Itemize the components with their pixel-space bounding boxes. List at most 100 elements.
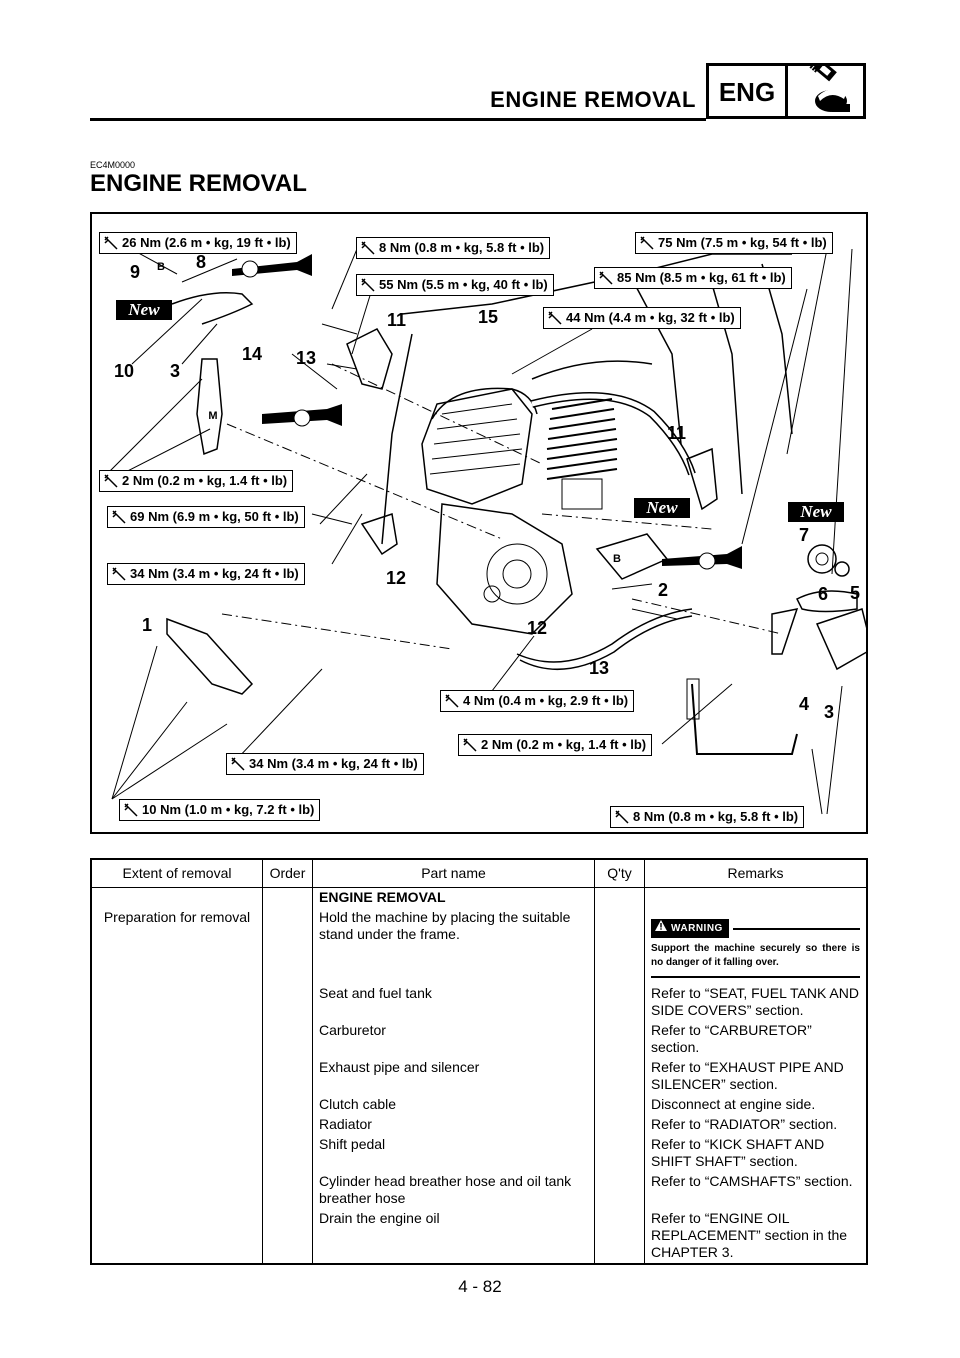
part-number: 15 [478, 307, 499, 327]
remarks: Disconnect at engine side. [644, 1095, 866, 1115]
remarks: Refer to “RADIATOR” section. [644, 1115, 866, 1135]
column-header: Remarks [644, 860, 866, 887]
remarks: Refer to “CARBURETOR” section. [644, 1021, 866, 1058]
part-name: Carburetor [312, 1021, 594, 1058]
part-number: 3 [170, 361, 181, 381]
column-header: Q'ty [594, 860, 644, 887]
torque-wrench-icon [361, 241, 375, 255]
table-row: Clutch cable Disconnect at engine side. [92, 1095, 866, 1115]
table-header-row: Extent of removal Order Part name Q'ty R… [92, 860, 866, 888]
remarks: Refer to “CAMSHAFTS” section. [644, 1172, 866, 1209]
torque-wrench-icon [640, 236, 654, 250]
part-name: Drain the engine oil [312, 1209, 594, 1263]
torque-label: 8 Nm (0.8 m • kg, 5.8 ft • lb) [356, 237, 551, 259]
lubricant-b-symbol: B [157, 261, 165, 273]
part-number: 11 [667, 423, 687, 443]
torque-label: 55 Nm (5.5 m • kg, 40 ft • lb) [356, 274, 554, 296]
part-name: Clutch cable [312, 1095, 594, 1115]
part-name: Hold the machine by placing the suitable… [312, 908, 594, 984]
page-number: 4 - 82 [458, 1277, 502, 1296]
header-rule [90, 118, 706, 121]
running-header-title: ENGINE REMOVAL [490, 87, 696, 112]
table-row: Drain the engine oil Refer to “ENGINE OIL… [92, 1209, 866, 1263]
torque-wrench-icon [112, 567, 126, 581]
table-row: Carburetor Refer to “CARBURETOR” section. [92, 1021, 866, 1058]
torque-label: 2 Nm (0.2 m • kg, 1.4 ft • lb) [99, 470, 294, 492]
torque-label: 4 Nm (0.4 m • kg, 2.9 ft • lb) [440, 690, 635, 712]
part-number: 11 [387, 310, 407, 330]
warning-triangle-icon [655, 920, 667, 931]
part-name: Exhaust pipe and silencer [312, 1058, 594, 1095]
warning-label: WARNING [651, 919, 729, 938]
torque-wrench-icon [124, 803, 138, 817]
table-row: Cylinder head breather hose and oil tank… [92, 1172, 866, 1209]
removal-table: Extent of removal Order Part name Q'ty R… [90, 858, 868, 1265]
part-name: Radiator [312, 1115, 594, 1135]
lubricant-b-symbol: B [613, 553, 621, 565]
torque-wrench-icon [548, 311, 562, 325]
part-number: 4 [799, 694, 810, 714]
part-number: 6 [818, 584, 829, 604]
new-part-tag: New [788, 502, 844, 522]
torque-wrench-icon [231, 757, 245, 771]
exploded-diagram: B M B New New New 26 Nm (2.6 m • kg, 19 … [90, 212, 868, 834]
section-code-box: ENG [706, 63, 788, 119]
part-number: 12 [386, 568, 407, 588]
torque-label: 44 Nm (4.4 m • kg, 32 ft • lb) [543, 307, 741, 329]
part-number: 10 [114, 361, 135, 381]
part-number: 2 [658, 580, 669, 600]
torque-wrench-icon [104, 474, 118, 488]
wrench-and-engine-icon [788, 55, 866, 119]
torque-label: 85 Nm (8.5 m • kg, 61 ft • lb) [594, 267, 792, 289]
torque-label: 26 Nm (2.6 m • kg, 19 ft • lb) [99, 232, 297, 254]
part-name: Shift pedal [312, 1135, 594, 1172]
part-number: 3 [824, 702, 835, 722]
part-number: 1 [142, 615, 153, 635]
part-name: Cylinder head breather hose and oil tank… [312, 1172, 594, 1209]
part-number: 12 [527, 618, 548, 638]
warning-text: Support the machine securely so there is… [651, 938, 860, 978]
lubricant-m-symbol: M [208, 410, 218, 422]
new-part-tag: New [634, 498, 690, 518]
remarks: Refer to “SEAT, FUEL TANK AND SIDE COVER… [644, 984, 866, 1021]
table-row: Preparation for removal Hold the machine… [92, 908, 866, 984]
part-number: 5 [850, 583, 861, 603]
column-header: Order [262, 860, 312, 887]
table-row: ENGINE REMOVAL [92, 888, 866, 908]
table-row: Shift pedal Refer to “KICK SHAFT AND SHIF… [92, 1135, 866, 1172]
remarks: Refer to “EXHAUST PIPE AND SILENCER” sec… [644, 1058, 866, 1095]
torque-wrench-icon [599, 271, 613, 285]
extent-of-removal: Preparation for removal [103, 909, 251, 925]
part-number: 14 [242, 344, 263, 364]
lubricant-symbols [232, 254, 742, 570]
engine-illustration [101, 243, 866, 815]
torque-label: 10 Nm (1.0 m • kg, 7.2 ft • lb) [119, 799, 321, 821]
torque-label: 69 Nm (6.9 m • kg, 50 ft • lb) [107, 506, 305, 528]
part-number: 13 [296, 348, 317, 368]
torque-label: 2 Nm (0.2 m • kg, 1.4 ft • lb) [458, 734, 653, 756]
new-part-tag: New [116, 300, 172, 320]
warning-block: WARNING Support the machine securely so … [644, 908, 866, 984]
column-header: Extent of removal [122, 865, 232, 881]
torque-label: 8 Nm (0.8 m • kg, 5.8 ft • lb) [610, 806, 805, 828]
section-heading: ENGINE REMOVAL [312, 888, 594, 908]
torque-label: 75 Nm (7.5 m • kg, 54 ft • lb) [635, 232, 833, 254]
torque-wrench-icon [104, 236, 118, 250]
torque-wrench-icon [112, 510, 126, 524]
part-number: 13 [589, 658, 610, 678]
torque-label: 34 Nm (3.4 m • kg, 24 ft • lb) [226, 753, 424, 775]
part-number: 7 [799, 525, 810, 545]
page-title: ENGINE REMOVAL [90, 170, 307, 197]
remarks: Refer to “KICK SHAFT AND SHIFT SHAFT” se… [644, 1135, 866, 1172]
table-row: Exhaust pipe and silencer Refer to “EXHAU… [92, 1058, 866, 1095]
column-header: Part name [312, 860, 594, 887]
remarks: Refer to “ENGINE OIL REPLACEMENT” sectio… [644, 1209, 866, 1263]
table-row: Radiator Refer to “RADIATOR” section. [92, 1115, 866, 1135]
part-number: 8 [196, 252, 207, 272]
torque-label: 34 Nm (3.4 m • kg, 24 ft • lb) [107, 563, 305, 585]
part-number: 9 [130, 262, 141, 282]
torque-wrench-icon [615, 810, 629, 824]
torque-wrench-icon [361, 278, 375, 292]
